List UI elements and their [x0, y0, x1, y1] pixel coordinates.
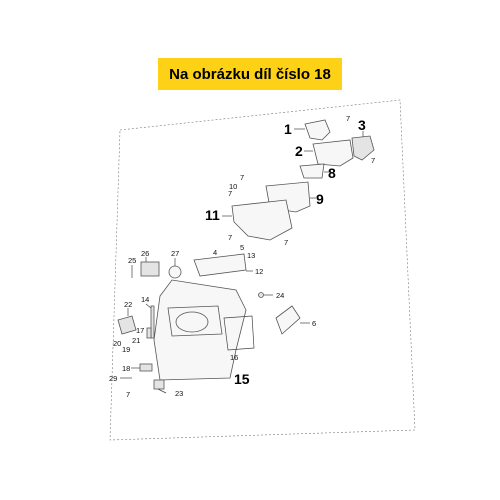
diagram-frame	[109, 99, 416, 441]
label-3: 3	[358, 117, 366, 133]
label-4: 4	[213, 248, 217, 257]
label-25: 25	[128, 256, 136, 265]
part-8[interactable]	[299, 163, 330, 179]
part-23[interactable]	[153, 379, 167, 394]
part-27[interactable]	[168, 258, 182, 279]
label-20: 20	[113, 339, 121, 348]
label-26: 26	[141, 249, 149, 258]
part-17[interactable]	[146, 327, 152, 339]
label-7g: 7	[126, 390, 130, 399]
part-16[interactable]	[223, 315, 255, 351]
label-29: 29	[109, 374, 117, 383]
label-16: 16	[230, 353, 238, 362]
label-11: 11	[205, 207, 220, 223]
label-24: 24	[276, 291, 284, 300]
front-body-panel[interactable]	[153, 279, 247, 381]
label-6: 6	[312, 319, 316, 328]
label-19: 19	[122, 345, 130, 354]
part-3[interactable]	[351, 131, 375, 161]
label-7f: 7	[284, 238, 288, 247]
label-27: 27	[171, 249, 179, 258]
label-9: 9	[316, 191, 324, 207]
label-22: 22	[124, 300, 132, 309]
label-14: 14	[141, 295, 149, 304]
title-text: Na obrázku díl číslo 18	[169, 65, 331, 83]
label-5: 5	[240, 243, 244, 252]
label-7c: 7	[240, 173, 244, 182]
part-24[interactable]	[258, 292, 274, 298]
label-21: 21	[132, 336, 140, 345]
label-18: 18	[122, 364, 130, 373]
label-10: 10	[229, 182, 237, 191]
part-2[interactable]	[304, 139, 354, 167]
part-12[interactable]	[193, 253, 253, 277]
label-17: 17	[136, 326, 144, 335]
label-2: 2	[295, 143, 303, 159]
label-7a: 7	[346, 114, 350, 123]
label-7e: 7	[228, 233, 232, 242]
label-23: 23	[175, 389, 183, 398]
label-7b: 7	[371, 156, 375, 165]
part-26[interactable]	[140, 257, 160, 277]
label-13: 13	[247, 251, 255, 260]
part-14[interactable]	[145, 303, 155, 339]
label-7d: 7	[228, 189, 232, 198]
part-1[interactable]	[294, 119, 331, 141]
label-8: 8	[328, 165, 336, 181]
title-banner: Na obrázku díl číslo 18	[158, 58, 342, 90]
part-11[interactable]	[222, 199, 293, 241]
label-12: 12	[255, 267, 263, 276]
part-22[interactable]	[117, 308, 137, 335]
label-15: 15	[234, 371, 250, 387]
part-18[interactable]	[131, 363, 153, 372]
part-6[interactable]	[275, 305, 310, 335]
label-1: 1	[284, 121, 292, 137]
